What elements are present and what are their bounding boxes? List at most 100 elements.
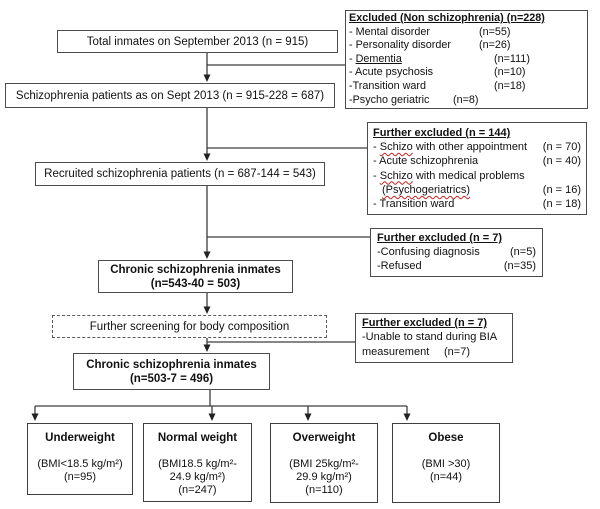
arrow-down-icon <box>403 413 411 421</box>
bmi-count: (n=95) <box>63 471 97 483</box>
excluded2-item-label: with other appointment <box>412 141 528 154</box>
bmi-range: (BMI<18.5 kg/m²) <box>37 458 123 470</box>
excluded2-item-dash: - <box>373 141 380 154</box>
bmi-count: (n=247) <box>178 484 217 496</box>
excluded4-item-label: measurement <box>362 345 430 358</box>
bmi-title: Normal weight <box>157 432 238 444</box>
box-recruited-patients-label: Recruited schizophrenia patients (n = 68… <box>44 168 316 180</box>
excluded2-item-psychogeriatrics: (Psychogeriatrics) (n = 16) <box>373 183 581 197</box>
box-recruited-patients: Recruited schizophrenia patients (n = 68… <box>35 162 325 186</box>
excluded1-item-label: -Psycho geriatric <box>349 93 430 106</box>
excluded2-item-schizo-appointment: - Schizo with other appointment (n = 70) <box>373 140 581 154</box>
excluded1-item-dementia: - Dementia (n=111) <box>349 53 584 67</box>
excluded1-item-transition-ward: -Transition ward (n=18) <box>349 80 584 94</box>
excluded2-item-word: (Psychogeriatrics) <box>382 183 471 196</box>
excluded2-item-label: - Transition ward <box>373 198 455 211</box>
excluded4-item-measurement: measurement (n=7) <box>362 345 506 359</box>
further-excluded-7-bia-box: Further excluded (n = 7) -Unable to stan… <box>355 313 513 363</box>
box-chronic-496-line2: (n=503-7 = 496) <box>129 372 214 385</box>
excluded4-item-label: -Unable to stand during BIA <box>362 331 498 344</box>
excluded1-item-count: (n=18) <box>494 79 526 92</box>
bmi-range: 29.9 kg/m²) <box>296 471 352 483</box>
excluded2-item-label: - Acute schizophrenia <box>373 155 479 168</box>
box-further-screening: Further screening for body composition <box>52 315 327 338</box>
bmi-box-obese: Obese (BMI >30) (n=44) <box>392 423 500 503</box>
arrow-down-icon <box>304 413 312 421</box>
bmi-count: (n=110) <box>305 484 343 496</box>
excluded2-item-acute-schizophrenia: - Acute schizophrenia (n = 40) <box>373 154 581 168</box>
excluded1-item-label: Dementia <box>355 52 402 65</box>
bmi-title: Overweight <box>292 432 356 444</box>
excluded1-item-count: (n=8) <box>453 93 479 106</box>
bmi-box-underweight: Underweight (BMI<18.5 kg/m²) (n=95) <box>27 423 133 495</box>
excluded1-item-label: - Personality disorder <box>349 39 452 52</box>
excluded1-item-psycho-geriatric: -Psycho geriatric (n=8) <box>349 94 584 108</box>
excluded2-item-count: (n = 18) <box>542 198 581 211</box>
box-total-inmates: Total inmates on September 2013 (n = 915… <box>57 30 338 53</box>
excluded4-item-count: (n=7) <box>444 345 470 358</box>
excluded3-item-confusing-diagnosis: -Confusing diagnosis (n=5) <box>377 245 536 259</box>
bmi-range: 24.9 kg/m²) <box>169 471 226 483</box>
excluded3-item-count: (n=35) <box>503 260 536 272</box>
bmi-title: Underweight <box>45 432 115 444</box>
box-chronic-503-line2: (n=543-40 = 503) <box>150 277 241 290</box>
excluded-non-schizophrenia-box: Excluded (Non schizophrenia) (n=228) - M… <box>345 10 588 109</box>
arrow-down-icon <box>31 413 39 421</box>
further-excluded-144-box: Further excluded (n = 144) - Schizo with… <box>367 122 587 215</box>
bmi-range: (BMI18.5 kg/m²- <box>158 458 237 470</box>
excluded2-item-count: (n = 16) <box>542 183 581 196</box>
box-further-screening-label: Further screening for body composition <box>89 320 290 333</box>
excluded2-item-count: (n = 40) <box>542 155 581 168</box>
excluded1-item-dash: - <box>349 52 356 65</box>
excluded1-item-count: (n=111) <box>494 52 530 65</box>
arrow-down-icon <box>203 153 211 161</box>
bmi-title: Obese <box>428 432 464 444</box>
bmi-count: (n=44) <box>429 471 463 483</box>
excluded2-item-transition-ward: - Transition ward (n = 18) <box>373 197 581 211</box>
excluded3-item-label: -Refused <box>377 260 422 272</box>
excluded1-item-count: (n=10) <box>494 66 526 79</box>
box-schizophrenia-patients-label: Schizophrenia patients as on Sept 2013 (… <box>15 89 325 102</box>
box-chronic-inmates-503: Chronic schizophrenia inmates (n=543-40 … <box>98 260 293 293</box>
arrowheads <box>31 74 411 421</box>
excluded3-item-label: -Confusing diagnosis <box>377 246 480 258</box>
excluded1-item-mental-disorder: - Mental disorder (n=55) <box>349 26 584 40</box>
arrow-down-icon <box>208 413 216 421</box>
box-chronic-inmates-496: Chronic schizophrenia inmates (n=503-7 =… <box>73 353 270 390</box>
box-chronic-503-line1: Chronic schizophrenia inmates <box>110 263 281 276</box>
excluded2-item-count: (n = 70) <box>542 141 581 154</box>
bmi-box-overweight: Overweight (BMI 25kg/m²- 29.9 kg/m²) (n=… <box>270 423 378 503</box>
bmi-range: (BMI 25kg/m²- <box>289 458 359 470</box>
excluded2-item-schizo-medical: - Schizo with medical problems <box>373 169 581 183</box>
bmi-range: (BMI >30) <box>421 458 471 470</box>
arrow-down-icon <box>203 344 211 352</box>
connector-lines <box>34 53 408 415</box>
excluded2-title: Further excluded (n = 144) <box>373 127 511 139</box>
excluded4-item-unable-to-stand: -Unable to stand during BIA <box>362 330 506 344</box>
excluded3-item-refused: -Refused (n=35) <box>377 259 536 273</box>
excluded3-title: Further excluded (n = 7) <box>377 232 502 244</box>
arrow-down-icon <box>203 251 211 259</box>
excluded1-title: Excluded (Non schizophrenia) (n=228) <box>349 12 545 24</box>
further-excluded-7-diagnosis-box: Further excluded (n = 7) -Confusing diag… <box>370 228 543 277</box>
excluded1-item-count: (n=55) <box>479 25 511 38</box>
excluded1-item-label: - Acute psychosis <box>349 66 434 79</box>
bmi-box-normal-weight: Normal weight (BMI18.5 kg/m²- 24.9 kg/m²… <box>143 423 252 502</box>
excluded3-item-count: (n=5) <box>510 246 536 258</box>
excluded4-title: Further excluded (n = 7) <box>362 317 487 329</box>
box-schizophrenia-patients: Schizophrenia patients as on Sept 2013 (… <box>5 83 335 108</box>
arrow-down-icon <box>203 74 211 82</box>
excluded1-item-acute-psychosis: - Acute psychosis (n=10) <box>349 66 584 80</box>
box-total-inmates-label: Total inmates on September 2013 (n = 915… <box>86 35 309 48</box>
excluded2-item-dash: - <box>373 169 380 182</box>
excluded1-item-label: - Mental disorder <box>349 25 431 38</box>
excluded1-item-label: -Transition ward <box>349 79 427 92</box>
excluded1-item-personality-disorder: - Personality disorder (n=26) <box>349 39 584 53</box>
box-chronic-496-line1: Chronic schizophrenia inmates <box>86 358 257 371</box>
excluded1-item-count: (n=26) <box>479 39 511 52</box>
excluded2-item-word: Schizo <box>379 169 413 182</box>
excluded2-item-word: Schizo <box>379 141 413 154</box>
excluded2-item-label: with medical problems <box>412 169 525 182</box>
